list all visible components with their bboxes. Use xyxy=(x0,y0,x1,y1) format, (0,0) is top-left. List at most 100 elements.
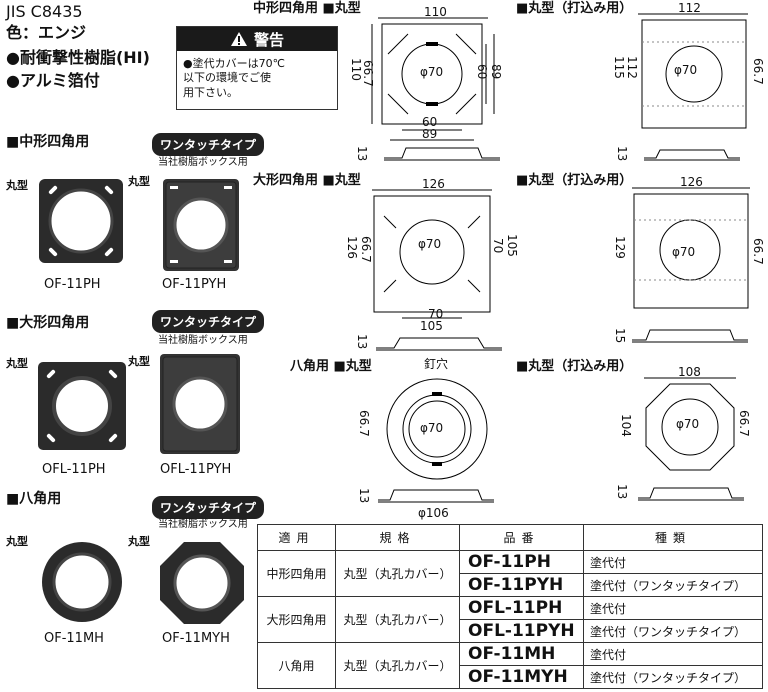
label-right-medium: 丸型 xyxy=(128,175,150,188)
cell-kind: 塗代付 xyxy=(583,642,763,666)
cell-apply: 中形四角用 xyxy=(257,550,336,597)
model-of-11pyh: OF-11PYH xyxy=(162,277,227,292)
table-row: 大形四角用 丸型（丸孔カバー） OFL-11PH 塗代付 xyxy=(257,596,763,643)
d4-side: 15 xyxy=(613,328,627,344)
drawing2-side xyxy=(644,149,740,161)
cell-part-number: OF-11PYH xyxy=(459,573,584,597)
table-header-row: 適用 規格 品番 種類 xyxy=(257,524,763,551)
table-row: OF-11PYH 塗代付（ワンタッチタイプ） xyxy=(258,573,763,597)
d3-height: 126 xyxy=(345,236,359,259)
label-right-large: 丸型 xyxy=(128,355,150,368)
onetouch-badge-octagon: ワンタッチタイプ xyxy=(152,496,265,519)
d2-side: 13 xyxy=(615,146,629,162)
d2-height-2: 112 xyxy=(625,56,639,79)
cell-part-number: OF-11MH xyxy=(459,642,584,666)
drawing1-front xyxy=(371,17,495,141)
table-row: 八角用 丸型（丸孔カバー） OF-11MH 塗代付 xyxy=(257,642,763,689)
photo-ofl-11pyh xyxy=(160,354,240,454)
cell-spec: 丸型（丸孔カバー） xyxy=(335,550,460,597)
warning-title: 警告 xyxy=(253,30,284,49)
d3-side: 13 xyxy=(355,334,369,350)
drawing5-title: 八角用 ■丸型 xyxy=(290,359,372,374)
note-medium: 当社樹脂ボックス用 xyxy=(158,157,248,168)
d5-nail-hole: 釘穴 xyxy=(424,357,449,371)
th-spec: 規格 xyxy=(335,524,460,551)
cell-spec: 丸型（丸孔カバー） xyxy=(335,596,460,643)
d5-diameter: φ70 xyxy=(420,421,444,435)
cell-spec: 丸型（丸孔カバー） xyxy=(335,642,460,689)
d3-diameter: φ70 xyxy=(418,237,442,251)
model-of-11myh: OF-11MYH xyxy=(162,631,230,646)
model-of-11ph: OF-11PH xyxy=(44,277,101,292)
table-row: OFL-11PYH 塗代付（ワンタッチタイプ） xyxy=(258,619,763,643)
d5-side: 13 xyxy=(357,488,371,504)
material-label-2: ●アルミ箔付 xyxy=(6,71,100,90)
note-large: 当社樹脂ボックス用 xyxy=(158,335,248,346)
warning-box: 警告 ●塗代カバーは70℃ 以下の環境でご使 用下さい。 xyxy=(176,26,338,110)
drawing5-side xyxy=(378,489,494,503)
drawing6-front xyxy=(644,377,736,471)
d1-right-1: 60 xyxy=(475,64,489,80)
d6-diameter: φ70 xyxy=(676,417,700,431)
d4-diameter: φ70 xyxy=(672,245,696,259)
drawing2-front xyxy=(638,13,748,129)
onetouch-badge-large: ワンタッチタイプ xyxy=(152,310,265,333)
model-of-11mh: OF-11MH xyxy=(44,631,104,646)
d1-diameter: φ70 xyxy=(420,65,444,79)
d3-right-2: 105 xyxy=(505,234,519,257)
section-medium: ■中形四角用 xyxy=(6,134,90,150)
d1-width: 110 xyxy=(424,5,447,19)
d1-bottom-1: 60 xyxy=(422,115,438,129)
cell-part-number: OF-11PH xyxy=(459,550,584,574)
warning-text: ●塗代カバーは70℃ 以下の環境でご使 用下さい。 xyxy=(183,57,285,99)
drawing5-front xyxy=(386,378,488,480)
onetouch-badge-medium: ワンタッチタイプ xyxy=(152,133,265,156)
warning-header: 警告 xyxy=(177,27,337,51)
section-large: ■大形四角用 xyxy=(6,315,90,331)
label-right-octagon: 丸型 xyxy=(128,535,150,548)
photo-of-11mh xyxy=(42,542,122,622)
d1-height-2: 66.7 xyxy=(361,60,375,87)
d5-height: 66.7 xyxy=(357,410,371,437)
drawing6-side xyxy=(638,487,744,501)
d3-bottom-1: 70 xyxy=(428,307,444,321)
drawing4-side xyxy=(632,329,748,343)
d1-height: 110 xyxy=(349,58,363,81)
d6-side: 13 xyxy=(615,484,629,500)
cell-part-number: OFL-11PYH xyxy=(459,619,584,643)
th-part-number: 品番 xyxy=(459,524,584,551)
photo-of-11myh xyxy=(160,542,244,624)
warning-icon xyxy=(230,32,247,46)
d6-width: 108 xyxy=(678,365,701,379)
cell-kind: 塗代付 xyxy=(583,596,763,620)
table-row: OF-11MYH 塗代付（ワンタッチタイプ） xyxy=(258,665,763,689)
d1-right-2: 89 xyxy=(489,64,503,80)
d2-right: 66.7 xyxy=(751,58,765,85)
drawing4-title: ■丸型（打込み用） xyxy=(516,173,633,188)
photo-of-11pyh xyxy=(163,179,239,271)
cell-kind: 塗代付（ワンタッチタイプ） xyxy=(583,619,763,643)
label-left-octagon: 丸型 xyxy=(6,535,28,548)
d6-height: 104 xyxy=(619,414,633,437)
cell-apply: 大形四角用 xyxy=(257,596,336,643)
d6-right: 66.7 xyxy=(737,410,751,437)
th-apply: 適用 xyxy=(257,524,336,551)
section-octagon: ■八角用 xyxy=(6,491,62,507)
note-octagon: 当社樹脂ボックス用 xyxy=(158,519,248,530)
cell-apply: 八角用 xyxy=(257,642,336,689)
material-label-1: ●耐衝撃性樹脂(HI) xyxy=(6,48,150,67)
cell-part-number: OF-11MYH xyxy=(459,665,584,689)
d1-bottom-2: 89 xyxy=(422,127,438,141)
d4-right: 66.7 xyxy=(751,238,765,265)
color-label: 色：エンジ xyxy=(6,23,87,42)
d4-width: 126 xyxy=(680,175,703,189)
spec-table: 適用 規格 品番 種類 中形四角用 丸型（丸孔カバー） OF-11PH 塗代付 … xyxy=(257,524,763,689)
d5-bottom: φ106 xyxy=(418,506,449,520)
d2-height: 115 xyxy=(612,56,626,79)
cell-part-number: OFL-11PH xyxy=(459,596,584,620)
d3-height-2: 66.7 xyxy=(359,236,373,263)
th-kind: 種類 xyxy=(583,524,763,551)
drawing1-side xyxy=(384,147,500,161)
model-ofl-11ph: OFL-11PH xyxy=(42,462,106,477)
model-ofl-11pyh: OFL-11PYH xyxy=(160,462,232,477)
